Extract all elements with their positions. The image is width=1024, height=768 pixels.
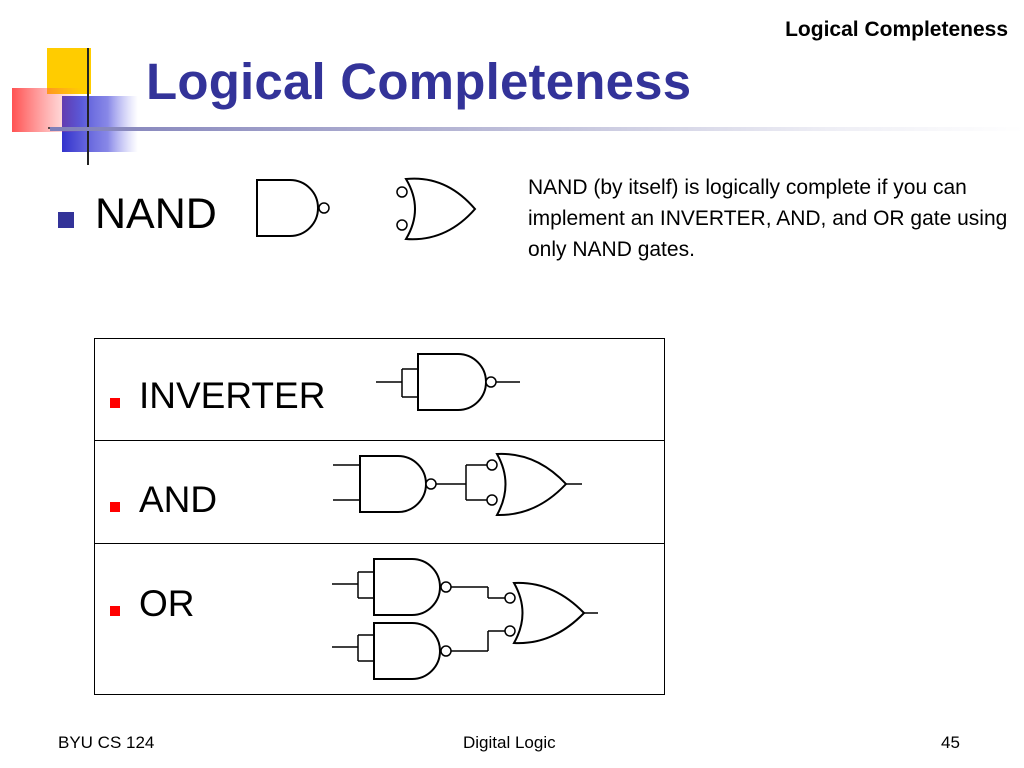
and-circuit-diagram xyxy=(333,452,582,517)
row-bullet xyxy=(110,502,120,512)
gates-table xyxy=(94,338,665,695)
row-label-inverter: INVERTER xyxy=(139,375,326,416)
row-label-and: AND xyxy=(139,479,218,520)
slide-title: Logical Completeness xyxy=(146,53,692,110)
row-divider-2 xyxy=(94,543,665,544)
row-label-or: OR xyxy=(139,583,195,624)
title-rule xyxy=(50,127,1024,131)
footer-course: BYU CS 124 xyxy=(58,733,155,752)
footer-topic: Digital Logic xyxy=(463,733,556,752)
or-circuit-diagram xyxy=(332,558,598,680)
nand-label: NAND xyxy=(95,190,217,238)
row-bullet xyxy=(110,398,120,408)
row-divider-1 xyxy=(94,440,665,441)
nand-gate-icon xyxy=(256,179,330,237)
main-bullet xyxy=(58,212,74,228)
corner-decoration xyxy=(12,48,148,165)
deco-red-square xyxy=(12,88,82,132)
page-number: 45 xyxy=(941,733,960,752)
header-label: Logical Completeness xyxy=(785,18,1008,41)
nand-description: NAND (by itself) is logically complete i… xyxy=(528,176,1008,261)
or-gate-inverted-inputs-icon xyxy=(396,177,477,241)
deco-yellow-square xyxy=(47,48,91,94)
inverter-circuit-diagram xyxy=(376,353,520,411)
row-bullet xyxy=(110,606,120,616)
